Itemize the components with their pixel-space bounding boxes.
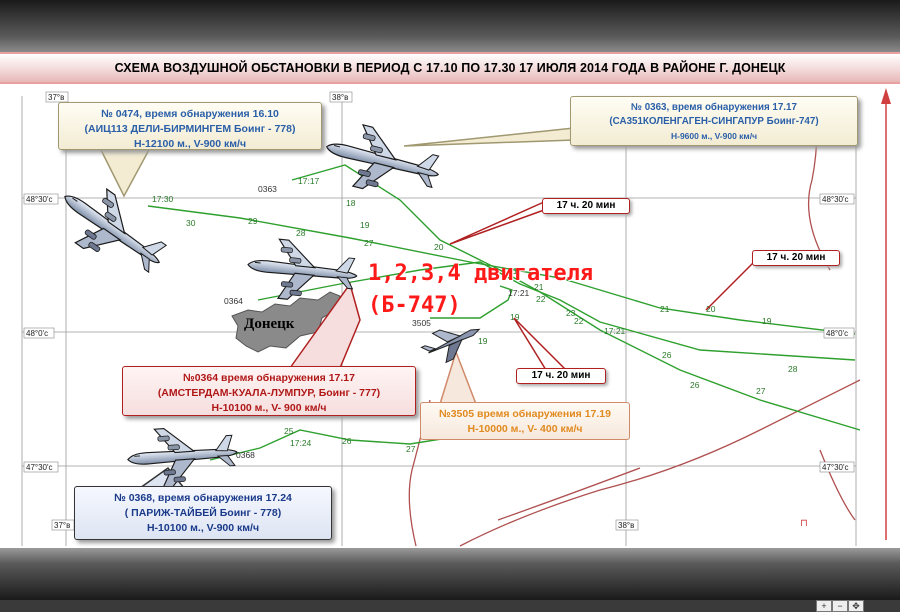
track-mark: 27 xyxy=(406,444,416,454)
track-mark: 19 xyxy=(478,336,488,346)
callout-line: №0364 время обнаружения 17.17 xyxy=(183,372,355,384)
top-frame xyxy=(0,0,900,52)
track-mark: 27 xyxy=(364,238,374,248)
track-0368 xyxy=(209,429,461,461)
fighter-jet-icon xyxy=(420,328,481,364)
callout-line: Н-10100 м., V-900 км/ч xyxy=(146,522,260,534)
track-0364 xyxy=(257,261,856,361)
pan-button[interactable]: ✥ xyxy=(848,600,864,612)
callout-3505: №3505 время обнаружения 17.19 Н-10000 м.… xyxy=(420,402,630,440)
label-1724: 17:24 xyxy=(290,438,312,448)
callout-line: (АИЦ113 ДЕЛИ-БИРМИНГЕМ Боинг - 778) xyxy=(84,123,296,135)
track-mark: 29 xyxy=(248,216,258,226)
track-mark: 18 xyxy=(346,198,356,208)
track-mark: 19 xyxy=(360,220,370,230)
label-0368: 0368 xyxy=(236,450,255,460)
label-0364: 0364 xyxy=(224,296,243,306)
lon-37-top: 37°в xyxy=(48,93,64,102)
callout-line: Н-10100 м., V- 900 км/ч xyxy=(211,402,327,414)
page-title: СХЕМА ВОЗДУШНОЙ ОБСТАНОВКИ В ПЕРИОД С 17… xyxy=(114,61,786,75)
svg-text:⊓: ⊓ xyxy=(800,518,808,529)
lon-38-top: 38°в xyxy=(332,93,348,102)
zoom-out-button[interactable]: − xyxy=(832,600,848,612)
track-mark: 22 xyxy=(536,294,546,304)
track-mark: 21 xyxy=(534,282,544,292)
track-mark: 30 xyxy=(186,218,196,228)
callout-line: Н-12100 м., V-900 км/ч xyxy=(133,138,247,150)
track-mark: 26 xyxy=(690,380,700,390)
callout-0364: №0364 время обнаружения 17.17 (АМСТЕРДАМ… xyxy=(122,366,416,416)
engines-line: 1,2,3,4 двигателя xyxy=(368,261,594,286)
track-mark: 27 xyxy=(756,386,766,396)
title-bar: СХЕМА ВОЗДУШНОЙ ОБСТАНОВКИ В ПЕРИОД С 17… xyxy=(0,52,900,84)
city-label: Донецк xyxy=(244,316,295,332)
bottom-frame xyxy=(0,548,900,600)
track-mark: 25 xyxy=(284,426,294,436)
track-number-labels: 30 29 28 27 20 18 19 21 21 22 23 22 21 2… xyxy=(186,198,798,454)
callout-line: № 0474, время обнаружения 16.10 xyxy=(101,108,279,120)
engines-annotation: 1,2,3,4 двигателя (Б-747) xyxy=(368,258,593,322)
track-mark: 19 xyxy=(762,316,772,326)
track-id-labels: 0363 17:17 17:30 0364 3505 17:21 17:21 1… xyxy=(152,176,626,460)
time-tag: 17 ч. 20 мин xyxy=(516,368,606,384)
callout-line: № 0363, время обнаружения 17.17 xyxy=(631,102,797,113)
lon-37-bottom: 37°в xyxy=(54,521,70,530)
track-mark: 23 xyxy=(566,308,576,318)
label-3505: 3505 xyxy=(412,318,431,328)
airspace-map: 30 29 28 27 20 18 19 21 21 22 23 22 21 2… xyxy=(0,84,900,612)
callout-line: Н-9600 м., V-900 км/ч xyxy=(670,131,758,141)
callout-0368: № 0368, время обнаружения 17.24 ( ПАРИЖ-… xyxy=(74,486,332,540)
track-mark: 20 xyxy=(706,304,716,314)
lon-38-bottom: 38°в xyxy=(618,521,634,530)
track-mark: 22 xyxy=(574,316,584,326)
label-1717: 17:17 xyxy=(298,176,320,186)
callout-line: № 0368, время обнаружения 17.24 xyxy=(114,492,292,504)
callout-line: №3505 время обнаружения 17.19 xyxy=(439,408,611,420)
label-1721: 17:21 xyxy=(508,288,530,298)
track-mark: 20 xyxy=(434,242,444,252)
lat-4730-left: 47°30'с xyxy=(26,463,53,472)
zoom-in-button[interactable]: + xyxy=(816,600,832,612)
lat-4730-right: 47°30'с xyxy=(822,463,849,472)
map-controls: ⊓ xyxy=(800,518,808,529)
track-3505 xyxy=(430,285,513,319)
callout-line: (АМСТЕРДАМ-КУАЛА-ЛУМПУР, Боинг - 777) xyxy=(157,387,381,399)
lat-48-right: 48°0'с xyxy=(826,329,848,338)
engines-line: (Б-747) xyxy=(368,293,461,318)
callout-line: (СА351КОЛЕНГАГЕН-СИНГАПУР Боинг-747) xyxy=(609,116,819,127)
label-0363: 0363 xyxy=(258,184,277,194)
lat-4830-right: 48°30'с xyxy=(822,195,849,204)
lat-4830-left: 48°30'с xyxy=(26,195,53,204)
label-1721b: 17:21 xyxy=(604,326,626,336)
flight-tracks xyxy=(147,164,861,461)
track-0474 xyxy=(147,205,856,335)
callout-line: ( ПАРИЖ-ТАЙБЕЙ Боинг - 778) xyxy=(124,507,282,519)
callout-line: Н-10000 м., V- 400 км/ч xyxy=(467,423,583,435)
track-mark: 21 xyxy=(508,266,518,276)
lat-48-left: 48°0'с xyxy=(26,329,48,338)
callout-0474: № 0474, время обнаружения 16.10 (АИЦ113 … xyxy=(58,102,322,150)
label-1730: 17:30 xyxy=(152,194,174,204)
track-mark: 21 xyxy=(660,304,670,314)
track-mark: 28 xyxy=(296,228,306,238)
airliner-icon-0368 xyxy=(125,423,240,491)
track-mark: 19 xyxy=(510,312,520,322)
north-arrow-icon xyxy=(881,88,891,540)
track-mark: 26 xyxy=(662,350,672,360)
time-tag: 17 ч. 20 мин xyxy=(752,250,840,266)
airliner-icon-0363 xyxy=(318,116,447,207)
time-tag: 17 ч. 20 мин xyxy=(542,198,630,214)
track-mark: 28 xyxy=(788,364,798,374)
callout-0363: № 0363, время обнаружения 17.17 (СА351КО… xyxy=(570,96,858,146)
track-mark: 26 xyxy=(342,436,352,446)
